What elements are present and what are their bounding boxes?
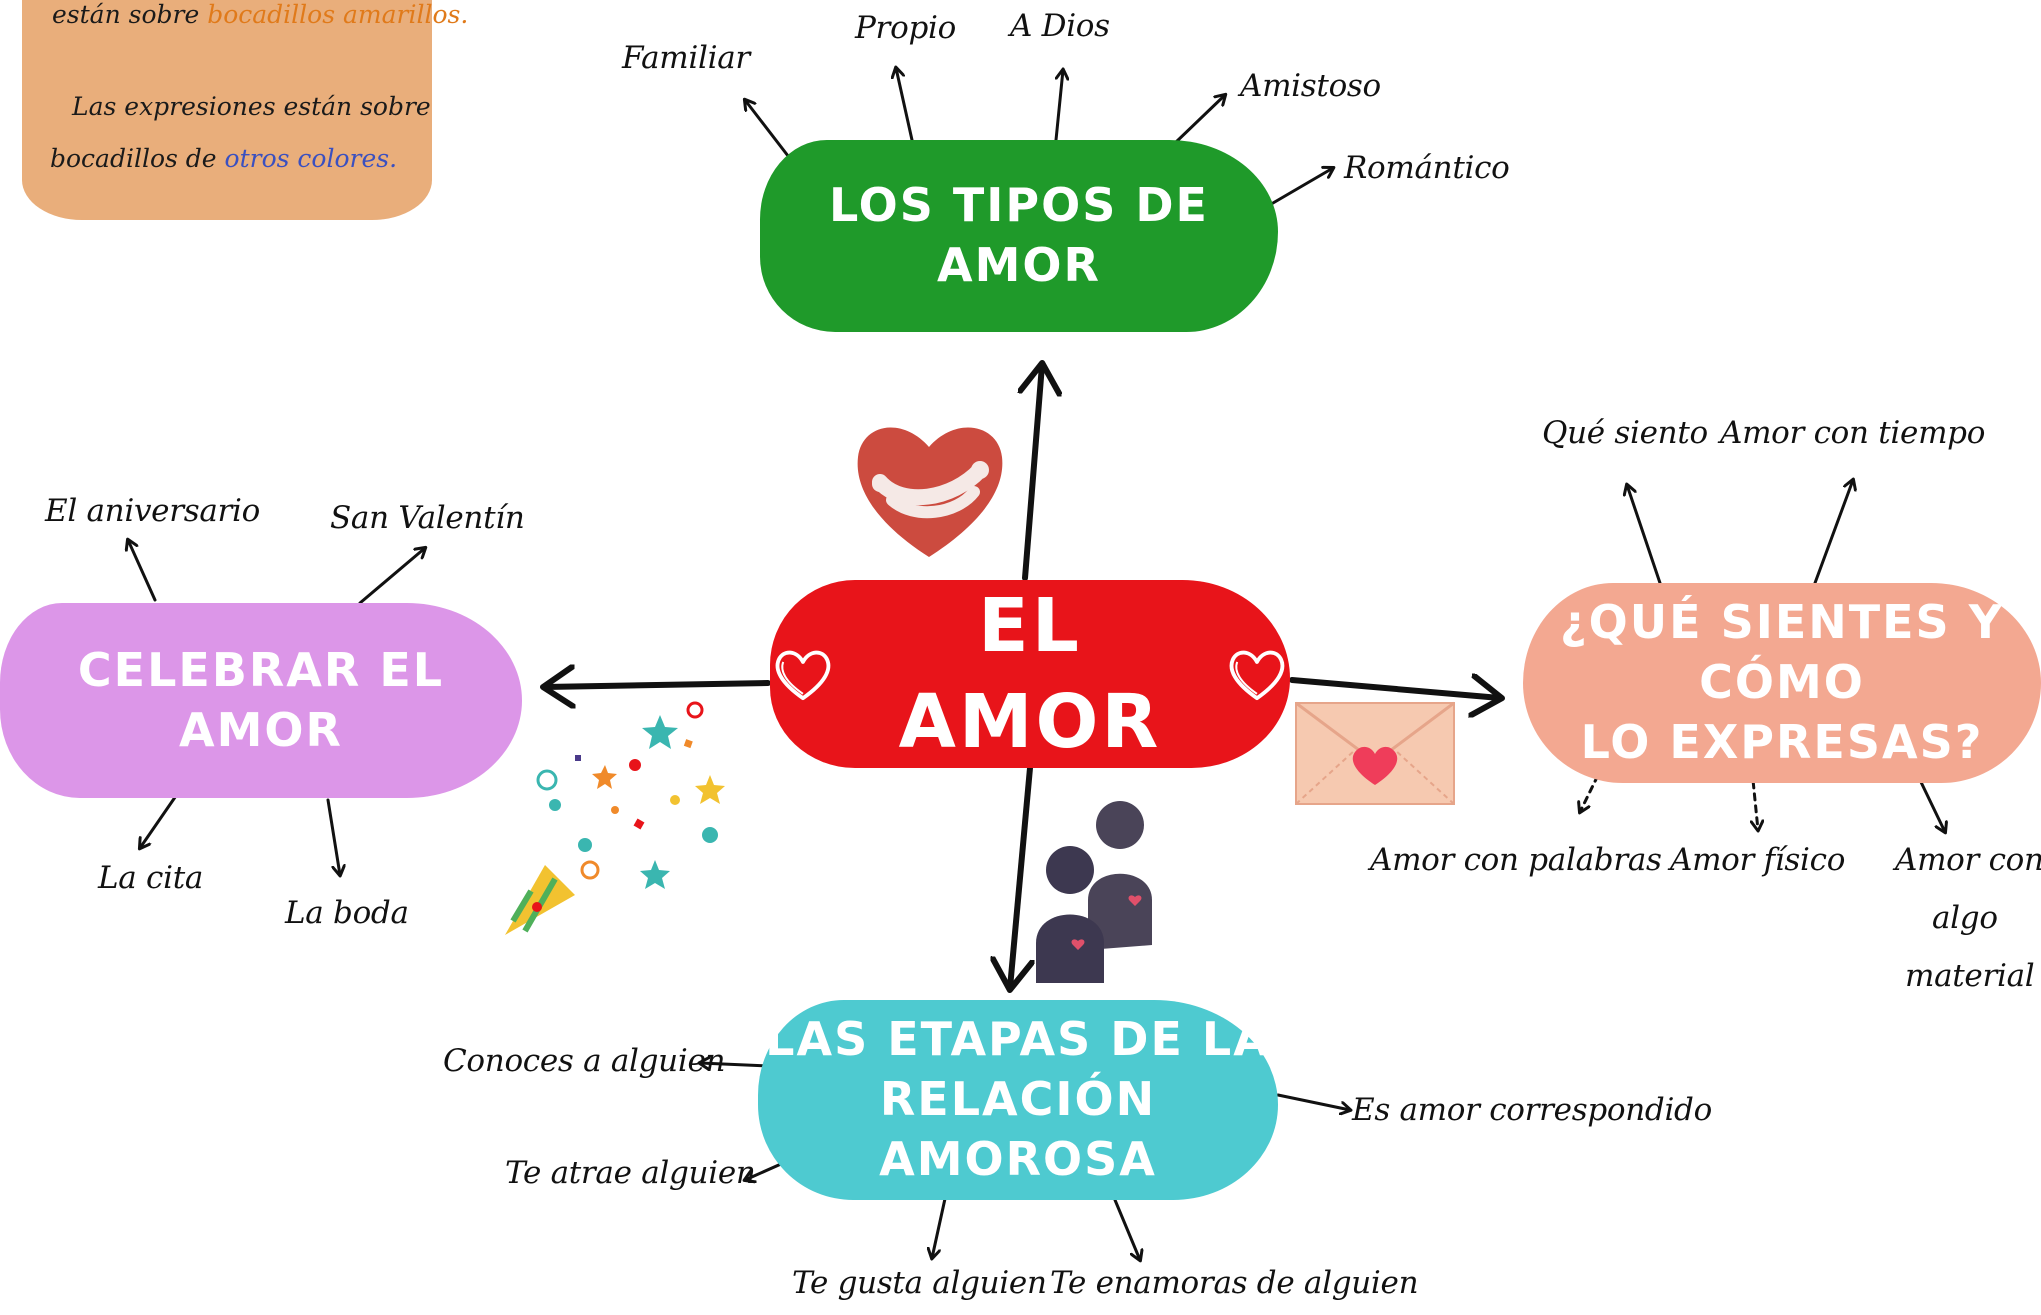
node-el-amor: EL AMOR <box>770 580 1290 768</box>
label-a-dios: A Dios <box>1010 8 1110 44</box>
label-te-atrae-alguien: Te atrae alguien <box>505 1155 756 1191</box>
label-propio: Propio <box>855 10 956 46</box>
label-romantico: Romántico <box>1344 150 1510 186</box>
label-san-valentin: San Valentín <box>330 500 525 536</box>
hugging-heart-icon <box>857 427 1003 557</box>
node-celebrar-el-amor: CELEBRAR EL AMOR <box>0 603 522 798</box>
legend-line-1: están sobre bocadillos amarillos. <box>52 0 469 29</box>
label-familiar: Familiar <box>622 40 750 76</box>
heart-outline-icon <box>1229 650 1285 701</box>
label-te-enamoras-de-alguien: Te enamoras de alguien <box>1050 1265 1419 1301</box>
legend-card: están sobre bocadillos amarillos. Las ex… <box>22 0 468 220</box>
label-es-amor-correspondido: Es amor correspondido <box>1352 1092 1712 1128</box>
center-title: EL AMOR <box>898 582 1162 765</box>
confetti-popper-icon <box>505 701 725 935</box>
couple-silhouette-icon <box>1036 801 1152 983</box>
label-te-gusta-alguien: Te gusta alguien <box>792 1265 1047 1301</box>
label-amor-con: Amor con <box>1895 842 2041 878</box>
legend-line-2: Las expresiones están sobre <box>72 92 431 121</box>
label-algo: algo <box>1932 900 1998 936</box>
love-letter-icon <box>1295 701 1455 805</box>
label-el-aniversario: El aniversario <box>45 493 261 529</box>
label-que-siento: Qué siento <box>1542 415 1708 451</box>
label-material: material <box>1905 958 2035 994</box>
label-la-cita: La cita <box>98 860 204 896</box>
label-la-boda: La boda <box>285 895 409 931</box>
label-amistoso: Amistoso <box>1240 68 1381 104</box>
node-los-tipos-de-amor: LOS TIPOS DE AMOR <box>760 140 1278 332</box>
label-conoces-a-alguien: Conoces a alguien <box>443 1043 726 1079</box>
heart-outline-icon <box>775 650 831 701</box>
label-amor-con-tiempo: Amor con tiempo <box>1720 415 1986 451</box>
legend-line-3: bocadillos de otros colores. <box>50 144 398 173</box>
label-amor-fisico: Amor físico <box>1670 842 1846 878</box>
label-amor-con-palabras: Amor con palabras <box>1370 842 1662 878</box>
node-las-etapas: LAS ETAPAS DE LA RELACIÓN AMOROSA <box>758 1000 1278 1200</box>
node-que-sientes: ¿QUÉ SIENTES Y CÓMO LO EXPRESAS? <box>1523 583 2041 783</box>
